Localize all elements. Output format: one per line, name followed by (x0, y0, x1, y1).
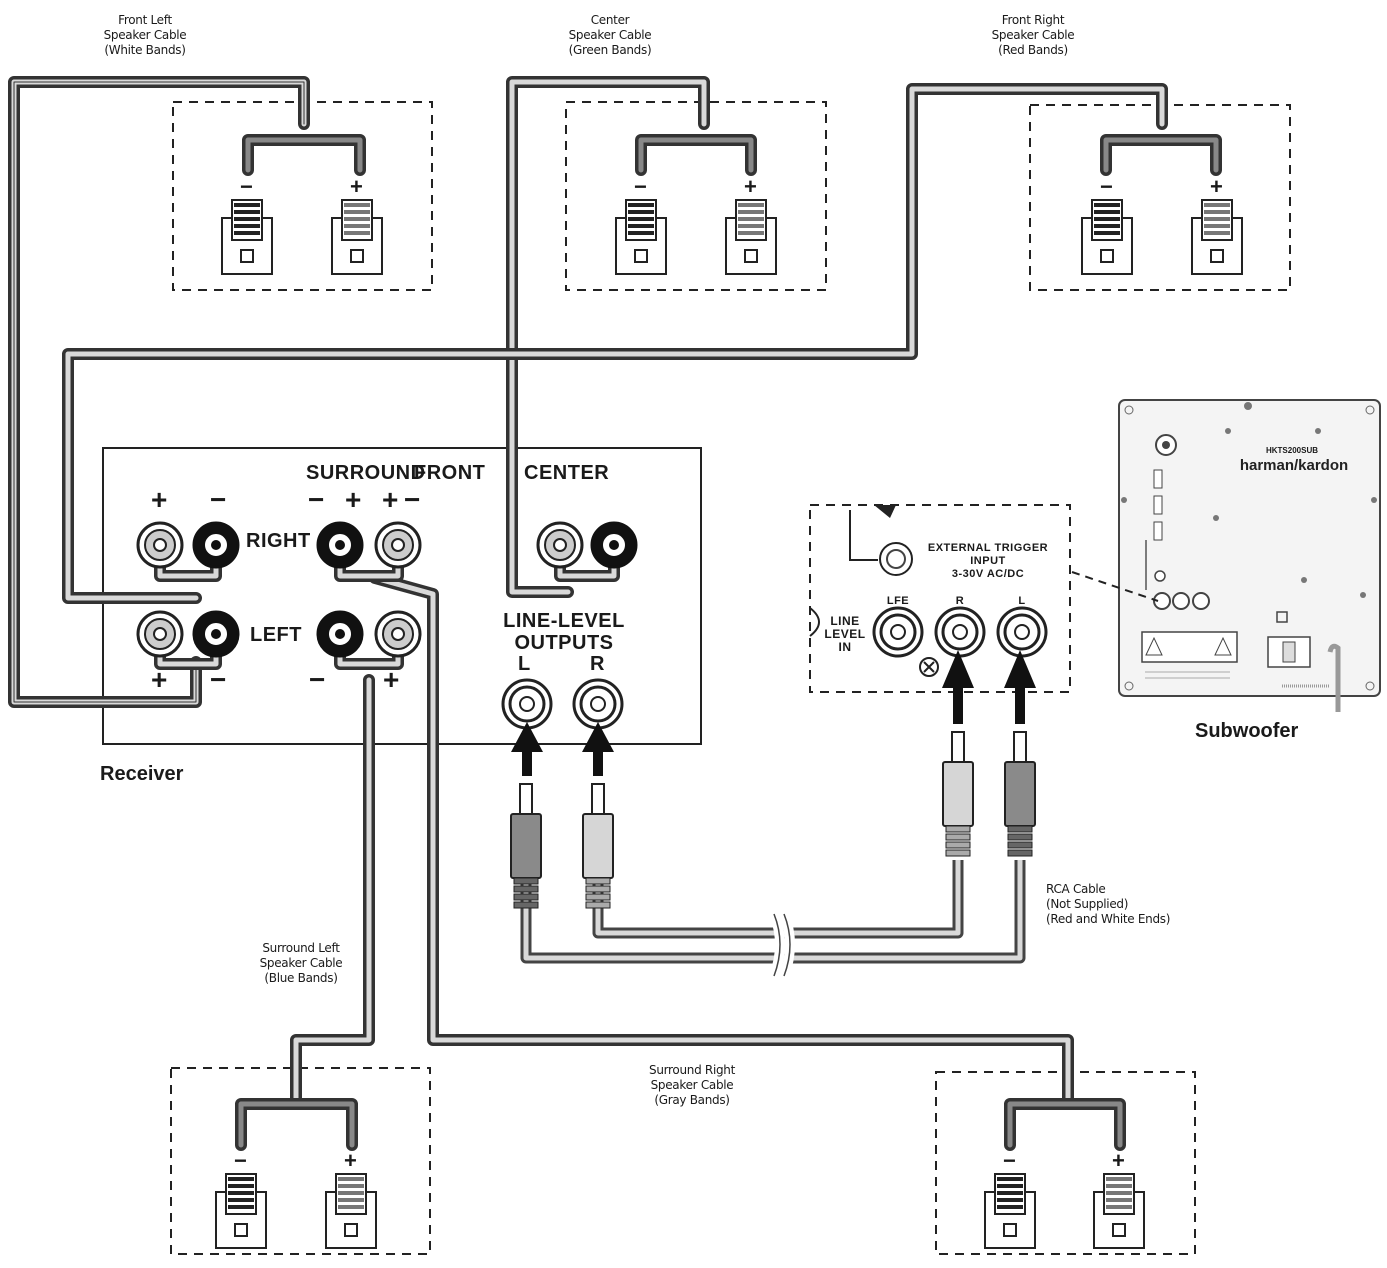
label-rca-cable: RCA Cable (Not Supplied) (Red and White … (1046, 882, 1171, 926)
header-front: FRONT (414, 462, 486, 484)
spk-sl-plus: + (344, 1148, 357, 1173)
speaker-wires (8, 76, 1222, 1151)
spk-fr-minus: − (1100, 174, 1113, 199)
pol-fr-minus: − (210, 484, 227, 515)
subwoofer-title: Subwoofer (1195, 720, 1299, 742)
receiver-title: Receiver (100, 763, 184, 785)
spk-c-minus: − (634, 174, 647, 199)
sub-r-label: R (955, 595, 965, 607)
external-trigger-label: EXTERNAL TRIGGER INPUT 3-30V AC/DC (927, 542, 1049, 580)
label-front-right: Front Right Speaker Cable (Red Bands) (991, 13, 1075, 57)
sub-brand-logo: harman/kardon (1239, 457, 1349, 474)
sub-model-label: HKTS200SUB (1265, 446, 1318, 455)
rca-plugs (510, 731, 1036, 909)
connection-arrows (511, 650, 1036, 776)
speaker-box-front-left (172, 101, 433, 291)
lfe-label: LFE (886, 595, 910, 607)
spk-fr-plus: + (1210, 174, 1223, 199)
subwoofer-input-panel (809, 504, 1071, 693)
spk-sl-minus: − (234, 1148, 247, 1173)
pol-sl-minus: − (309, 664, 326, 695)
spk-fl-plus: + (350, 174, 363, 199)
row-label-left: LEFT (250, 624, 302, 646)
line-level-in-label: LINE LEVEL IN (824, 614, 866, 654)
pol-fr-plus: + (151, 484, 168, 515)
subwoofer-unit (1118, 399, 1381, 712)
speaker-box-center (565, 101, 827, 291)
spk-sr-minus: − (1003, 1148, 1016, 1173)
header-surround: SURROUND (306, 462, 426, 484)
pol-fl-plus: + (151, 664, 168, 695)
spk-c-plus: + (744, 174, 757, 199)
label-center: Center Speaker Cable (Green Bands) (568, 13, 652, 57)
row-label-right: RIGHT (246, 530, 311, 552)
pol-sr-plus: + (345, 484, 362, 515)
label-front-left: Front Left Speaker Cable (White Bands) (103, 13, 187, 57)
pol-fr2-plus: + (382, 484, 399, 515)
output-r-label: R (590, 653, 605, 675)
sub-l-label: L (1018, 595, 1026, 607)
pol-fr2-minus: − (404, 484, 421, 515)
pol-sl-plus: + (383, 664, 400, 695)
spk-fl-minus: − (240, 174, 253, 199)
callout-line (1071, 571, 1159, 602)
line-level-outputs-label: LINE-LEVEL OUTPUTS (503, 610, 625, 654)
label-surround-left: Surround Left Speaker Cable (Blue Bands) (259, 941, 343, 985)
speaker-box-front-right (1029, 104, 1291, 291)
sub-panel-jacks (809, 505, 1048, 677)
label-surround-right: Surround Right Speaker Cable (Gray Bands… (649, 1063, 735, 1107)
spk-sr-plus: + (1112, 1148, 1125, 1173)
pol-fl-minus: − (210, 664, 227, 695)
header-center: CENTER (524, 462, 610, 484)
output-l-label: L (518, 653, 531, 675)
pol-sr-minus: − (308, 484, 325, 515)
